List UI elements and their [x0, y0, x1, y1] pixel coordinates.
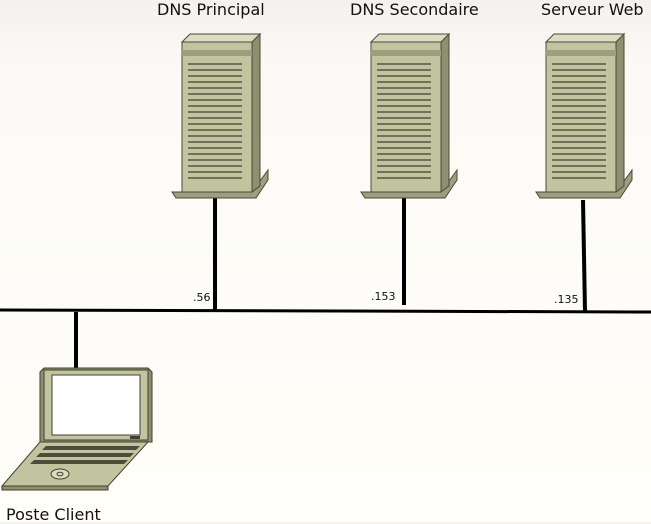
- network-bus-line: [0, 308, 651, 314]
- dns-secondaire-server-icon: [360, 33, 458, 199]
- serveur-web-link: [581, 199, 587, 313]
- dns-principal-server-icon: [171, 33, 269, 199]
- dns-secondaire-label: DNS Secondaire: [350, 0, 479, 19]
- poste-client-label: Poste Client: [6, 505, 101, 524]
- dns-principal-label: DNS Principal: [157, 0, 265, 19]
- dns-principal-ip: .56: [193, 291, 211, 304]
- poste-client-laptop-icon: [0, 367, 153, 491]
- serveur-web-ip: .135: [554, 293, 579, 306]
- serveur-web-server-icon: [535, 33, 633, 199]
- serveur-web-label: Serveur Web: [541, 0, 644, 19]
- dns-secondaire-ip: .153: [371, 290, 396, 303]
